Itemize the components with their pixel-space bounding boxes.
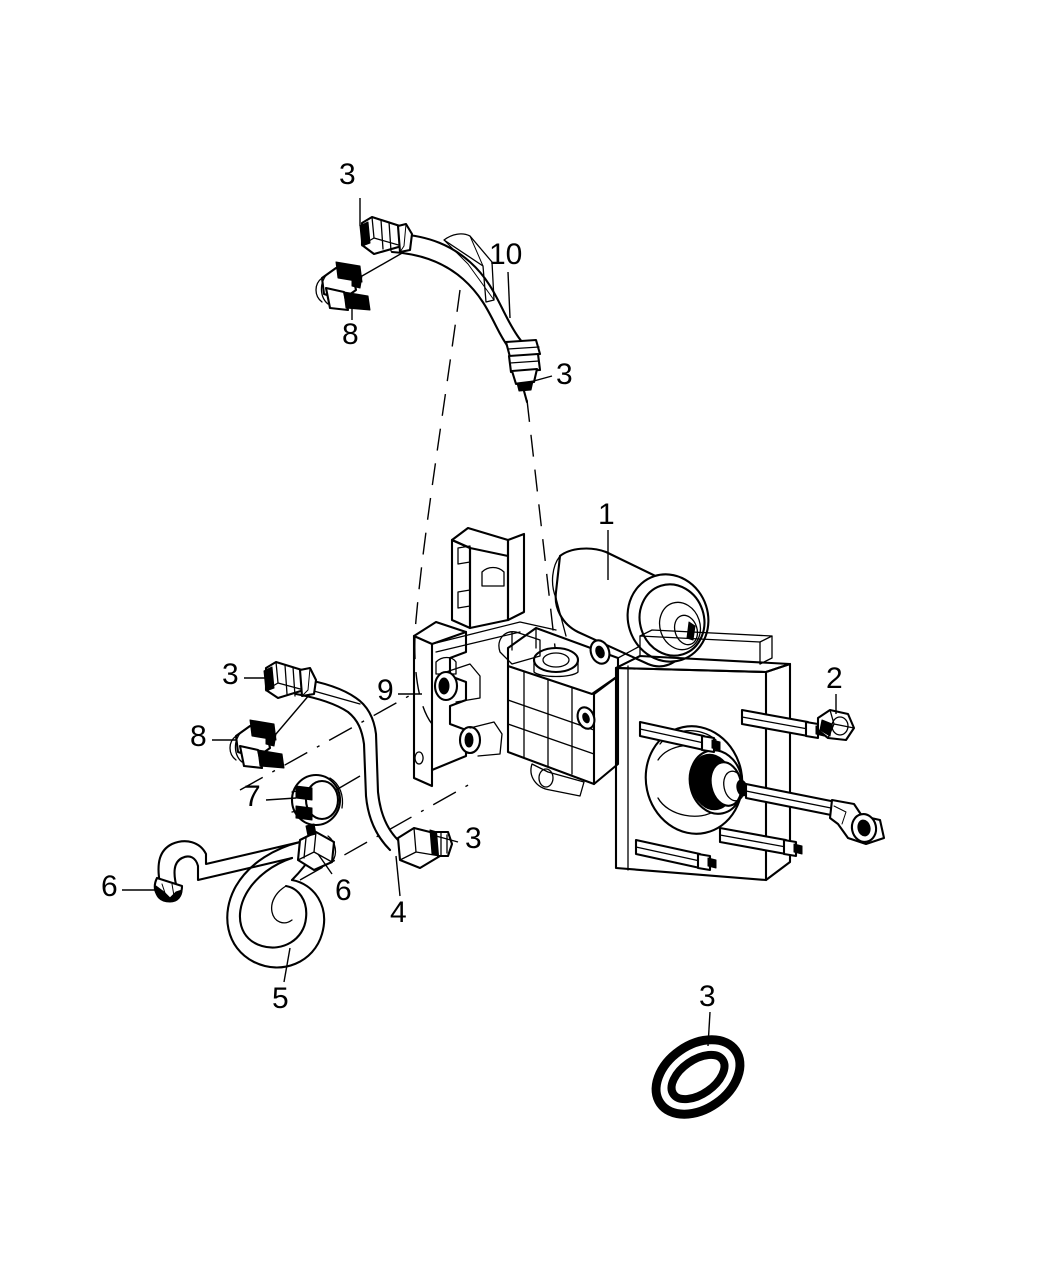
callout-2: 2: [826, 662, 843, 695]
callout-leaders: [122, 198, 837, 1047]
part-5-return-hose: [157, 840, 326, 969]
callout-3-lower: 3: [465, 822, 482, 855]
part-8-clip-lower: [229, 693, 311, 770]
callout-3-mid-right: 3: [556, 358, 573, 391]
callout-7: 7: [244, 780, 261, 813]
assembly-axis-upper: [526, 399, 557, 657]
callout-9: 9: [377, 674, 394, 707]
part-3-o-ring: [651, 1035, 745, 1119]
callout-5: 5: [272, 982, 289, 1015]
part-1-booster-pump: [433, 547, 710, 797]
callout-8-lower: 8: [190, 720, 207, 753]
callout-8-upper: 8: [342, 318, 359, 351]
callout-10: 10: [489, 238, 523, 271]
callout-3-left-mid: 3: [222, 658, 239, 691]
part-6-end-fitting-right: [296, 823, 337, 872]
part-3-fitting-upper-right: [504, 338, 542, 404]
part-3-fitting-lower-right: [396, 826, 454, 870]
assembly-axis-bracket: [414, 289, 461, 725]
part-7-hose-clamp: [290, 773, 361, 827]
part-10-upper-tube: [390, 232, 526, 356]
part-8-clip-upper: [315, 251, 405, 312]
callout-3-upper-left: 3: [339, 158, 356, 191]
plate-studs: [634, 708, 825, 872]
part-2-hex-nut: [816, 708, 856, 742]
callout-1: 1: [598, 498, 615, 531]
callout-6-right: 6: [335, 874, 352, 907]
booster-mounting-plate: [614, 629, 886, 882]
assembly-axis-mid: [239, 691, 417, 791]
callout-3-bottom: 3: [699, 980, 716, 1013]
callout-6-left: 6: [101, 870, 118, 903]
assembly-axis-lower: [299, 783, 471, 881]
part-3-fitting-upper-left: [359, 215, 414, 256]
callout-4: 4: [390, 896, 407, 929]
part-6-end-fitting-left: [153, 876, 184, 903]
part-3-fitting-lower-left: [263, 660, 318, 700]
